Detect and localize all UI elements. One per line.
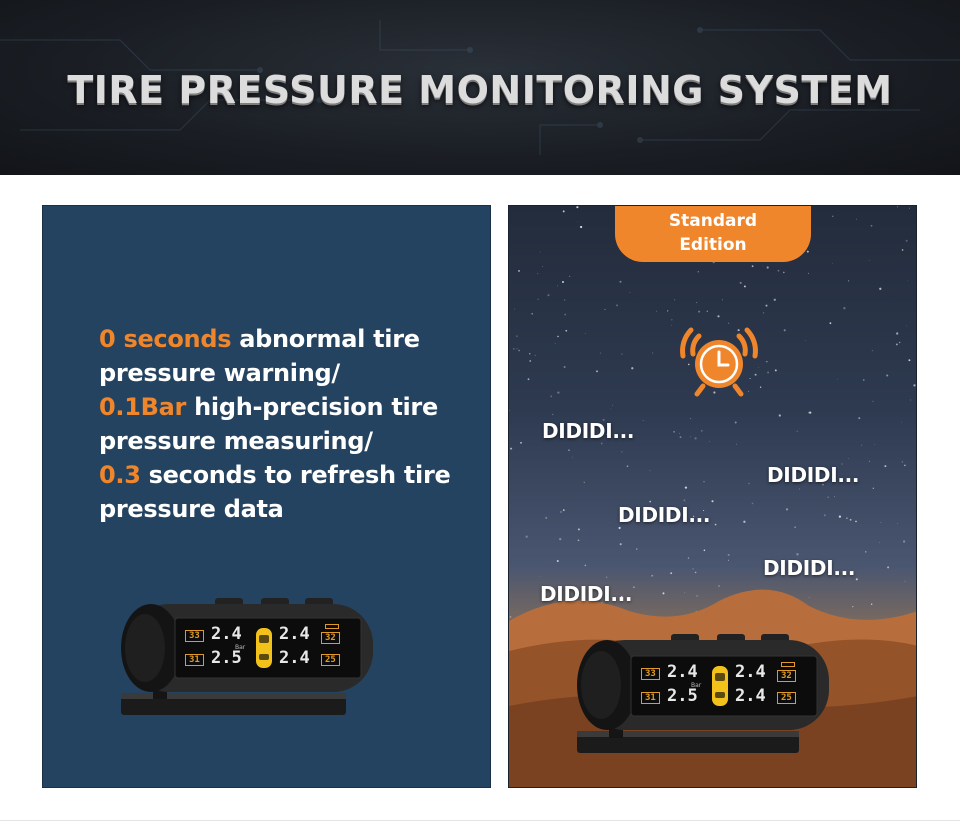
feature-2-highlight: 0.1Bar bbox=[99, 393, 187, 421]
pressure-rear-right-alarm: 2.4 bbox=[735, 686, 766, 706]
feature-3-highlight: 0.3 bbox=[99, 461, 141, 489]
edition-badge-line1: Standard bbox=[668, 211, 758, 231]
page-title: TIRE PRESSURE MONITORING SYSTEM bbox=[67, 68, 893, 112]
header-banner: TIRE PRESSURE MONITORING SYSTEM bbox=[0, 0, 960, 175]
pressure-unit-alarm: Bar bbox=[691, 682, 702, 689]
beep-text-1: DIDIDI... bbox=[542, 419, 635, 443]
battery-icon bbox=[325, 624, 339, 629]
pressure-front-left-alarm: 2.4 bbox=[667, 662, 698, 682]
tpms-device-graphic bbox=[121, 598, 373, 715]
battery-icon-alarm bbox=[781, 662, 795, 667]
lcd-screen-alarm: 33 31 2.4 2.5 Bar 2.4 2.4 32 25 bbox=[637, 662, 807, 712]
car-icon-alarm bbox=[712, 666, 728, 706]
beep-text-5: DIDIDI... bbox=[540, 582, 633, 606]
panel-divider bbox=[491, 205, 508, 788]
car-icon bbox=[256, 628, 272, 668]
feature-panel: 0 seconds abnormal tire pressure warning… bbox=[42, 205, 491, 788]
tpms-device-image-alarm: 33 31 2.4 2.5 Bar 2.4 2.4 32 25 bbox=[575, 634, 835, 764]
circuit-pattern-decoration bbox=[0, 20, 960, 155]
feature-3-text: seconds to refresh tire pressure data bbox=[99, 461, 451, 523]
temp-rear-right: 25 bbox=[321, 654, 340, 666]
pressure-front-right-alarm: 2.4 bbox=[735, 662, 766, 682]
lcd-screen: 33 31 2.4 2.5 Bar 2.4 2.4 32 25 bbox=[181, 624, 351, 674]
feature-1-highlight: 0 seconds bbox=[99, 325, 232, 353]
pressure-rear-right: 2.4 bbox=[279, 648, 310, 668]
beep-text-3: DIDIDI... bbox=[618, 503, 711, 527]
alarm-panel: Standard Edition DIDIDI... DIDIDI... DID… bbox=[508, 205, 917, 788]
pressure-rear-left: 2.5 bbox=[211, 648, 242, 668]
temp-rear-left: 31 bbox=[185, 654, 204, 666]
temp-rear-right-alarm: 25 bbox=[777, 692, 796, 704]
pressure-front-right: 2.4 bbox=[279, 624, 310, 644]
feature-description: 0 seconds abnormal tire pressure warning… bbox=[99, 322, 479, 526]
temp-front-left-alarm: 33 bbox=[641, 668, 660, 680]
edition-badge-line2: Edition bbox=[679, 235, 747, 255]
feature-1-text: abnormal tire pressure warning/ bbox=[99, 325, 420, 387]
pressure-unit: Bar bbox=[235, 644, 246, 651]
pressure-front-left: 2.4 bbox=[211, 624, 242, 644]
tpms-device-graphic-alarm bbox=[577, 634, 829, 753]
temp-rear-left-alarm: 31 bbox=[641, 692, 660, 704]
beep-text-2: DIDIDI... bbox=[767, 463, 860, 487]
alarm-clock-icon bbox=[680, 327, 758, 397]
edition-badge: Standard Edition bbox=[615, 206, 811, 262]
beep-text-4: DIDIDI... bbox=[763, 556, 856, 580]
tpms-device-image: 33 31 2.4 2.5 Bar 2.4 2.4 32 25 bbox=[119, 598, 379, 728]
temp-front-right-alarm: 32 bbox=[777, 670, 796, 682]
feature-2-text: high-precision tire pressure measuring/ bbox=[99, 393, 438, 455]
bottom-rule bbox=[0, 820, 960, 821]
temp-front-right: 32 bbox=[321, 632, 340, 644]
pressure-rear-left-alarm: 2.5 bbox=[667, 686, 698, 706]
temp-front-left: 33 bbox=[185, 630, 204, 642]
